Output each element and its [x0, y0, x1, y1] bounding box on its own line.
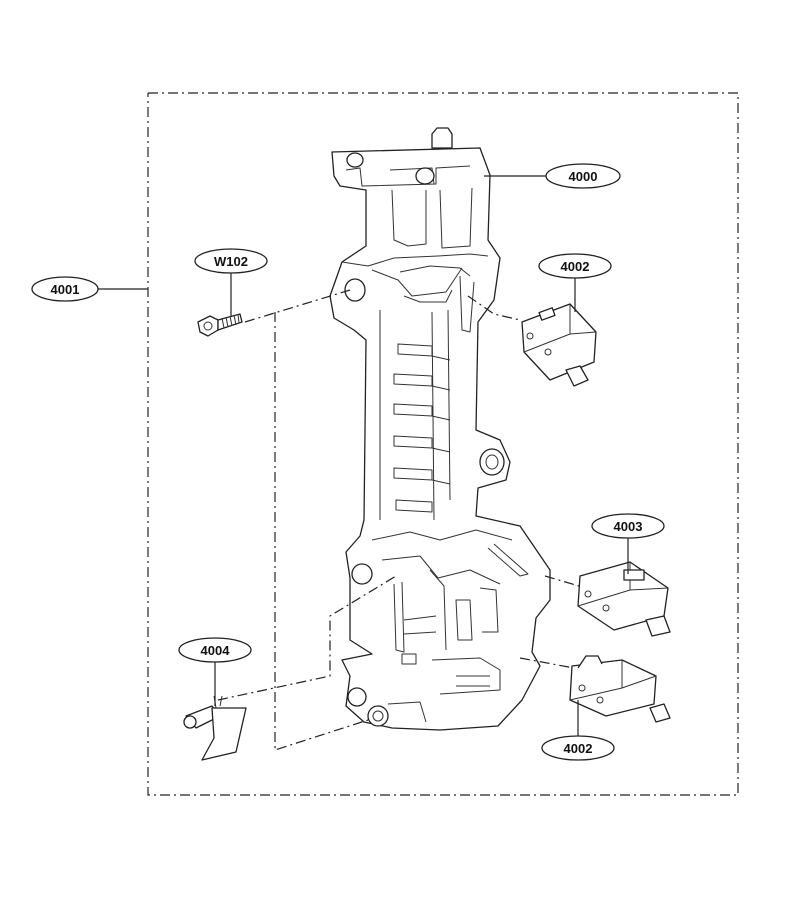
- micro-switch-4003: [577, 561, 671, 637]
- callout-4004: 4004: [178, 637, 252, 663]
- callout-label: W102: [214, 254, 248, 269]
- callout-4000: 4000: [545, 163, 621, 189]
- callout-4002-bottom: 4002: [541, 735, 615, 761]
- callout-label: 4003: [614, 519, 643, 534]
- leader-lines: [98, 175, 629, 736]
- callout-label: 4000: [569, 169, 598, 184]
- latch-frame-4000: [329, 127, 551, 731]
- callout-w102: W102: [194, 248, 268, 274]
- micro-switch-4002-bottom: [569, 655, 671, 723]
- alignment-lines: [217, 289, 587, 751]
- assembly-boundary: [147, 92, 739, 796]
- callout-4002-top: 4002: [538, 253, 612, 279]
- callout-4003: 4003: [591, 513, 665, 539]
- callout-label: 4004: [201, 643, 231, 658]
- screw-w102: [197, 313, 243, 337]
- callout-4001: 4001: [31, 276, 99, 302]
- lever-4004: [183, 695, 247, 761]
- micro-switch-4002-top: [521, 303, 597, 387]
- callout-label: 4001: [51, 282, 80, 297]
- callout-label: 4002: [561, 259, 590, 274]
- callout-label: 4002: [564, 741, 593, 756]
